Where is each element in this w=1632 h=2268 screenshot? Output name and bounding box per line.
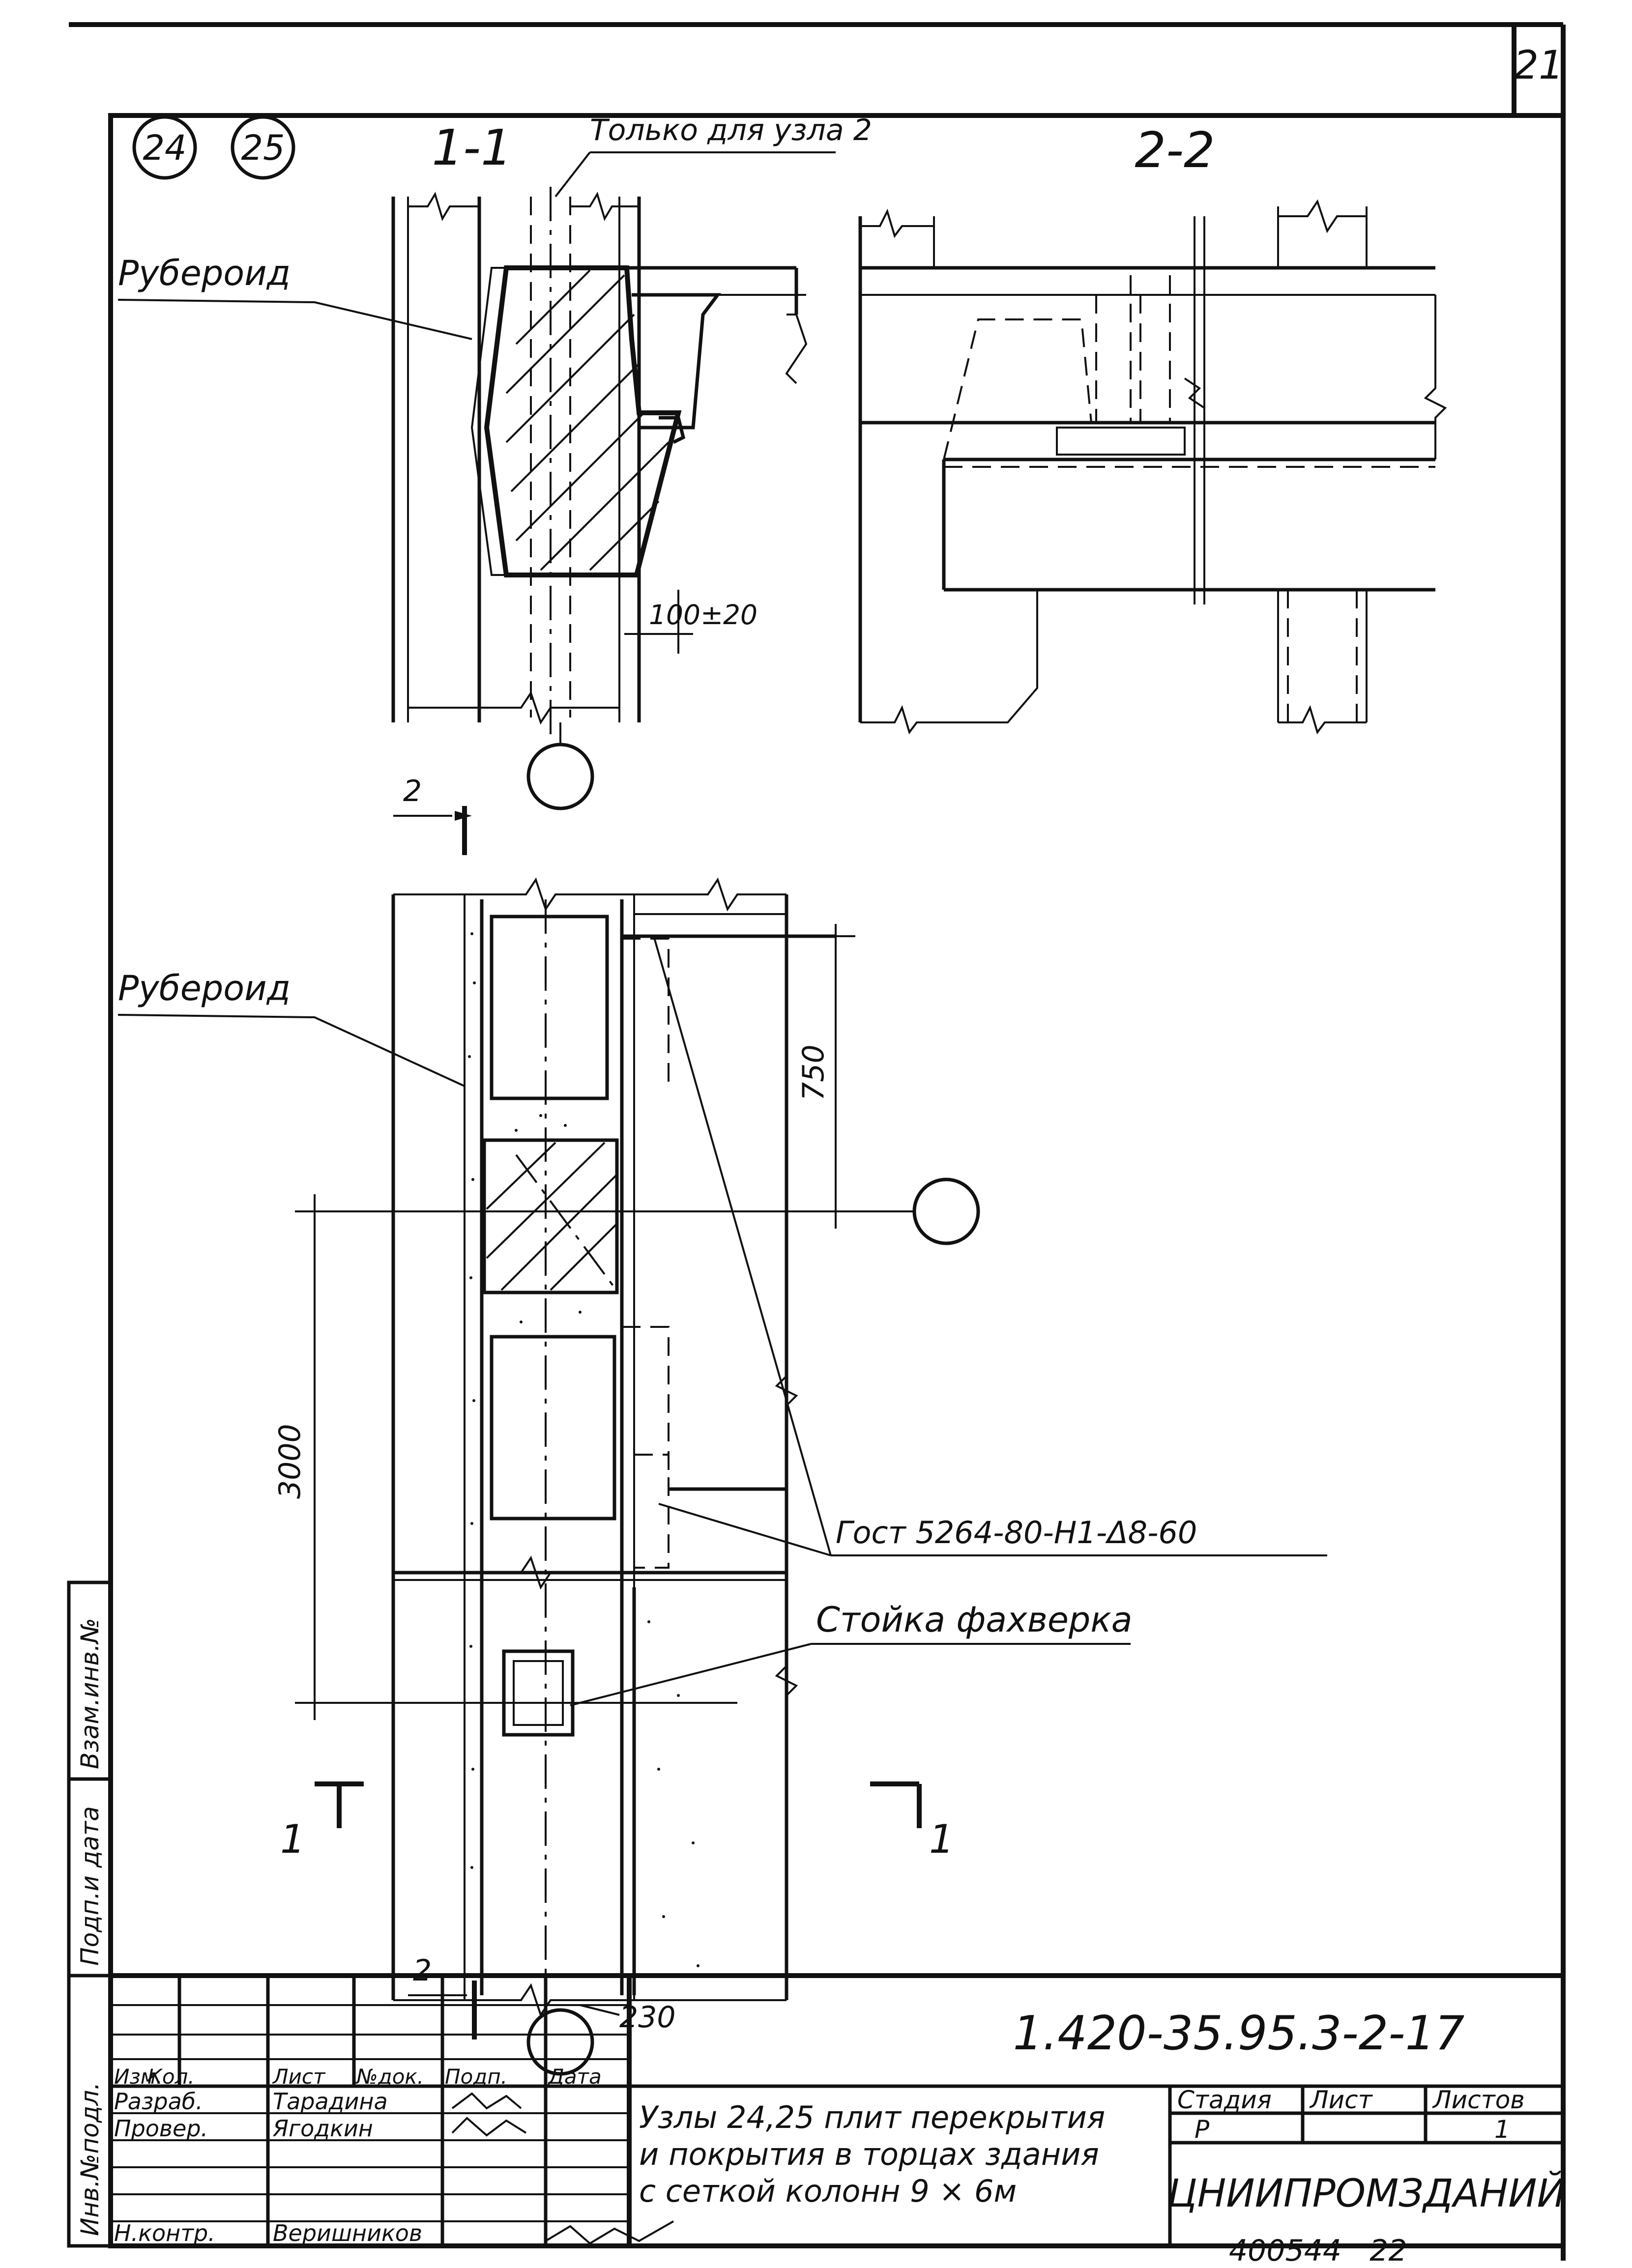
bottom-note: 400544 22 [1229, 2234, 1407, 2268]
stamp-title: Узлы 24,25 плит перекрытия и покрытия в … [639, 2099, 1105, 2209]
node-mark-25: 25 [241, 128, 285, 168]
svg-text:и покрытия в торцах здания: и покрытия в торцах здания [639, 2136, 1099, 2172]
svg-text:Листов: Листов [1432, 2086, 1525, 2114]
svg-text:1: 1 [1494, 2115, 1510, 2144]
stamp-rows: Разраб. Тарадина Провер. Ягодкин Н.контр… [114, 2088, 422, 2246]
svg-text:Стойка фахверка: Стойка фахверка [816, 1600, 1133, 1640]
stamp-col-headers: Изм. Кол. Лист №док. Подп. Дата [114, 2065, 602, 2089]
section-1-1-drawing: 100±20 [391, 187, 808, 810]
organization: ЦНИИПРОМЗДАНИЙ [1167, 2170, 1566, 2216]
svg-text:2: 2 [413, 1953, 432, 1988]
svg-text:Руберoид: Руберoид [118, 253, 291, 293]
svg-text:Стадия: Стадия [1177, 2086, 1272, 2114]
label-ruberoid-top: Руберoид [117, 253, 472, 340]
side-stamp-inv: Инв.№подл. [76, 2082, 104, 2236]
section-mark-1-right: 1 [870, 1781, 954, 1862]
section-mark-2-lower: 2 [408, 1953, 477, 2039]
svg-text:Ягодкин: Ягодкин [272, 2115, 373, 2142]
svg-text:Узлы 24,25 плит перекрытия: Узлы 24,25 плит перекрытия [639, 2099, 1105, 2135]
section-mark-2-upper: 2 [393, 774, 472, 855]
gost-label: Гост 5264-80-Н1-Δ8-60 [653, 936, 1327, 1556]
svg-text:Подп.: Подп. [445, 2065, 507, 2089]
sheet-frame [69, 22, 1566, 2261]
dim-3000: 3000 [273, 1424, 307, 1499]
label-ruberoid-plan: Рубероид [117, 968, 465, 1087]
section-mark-1-left: 1 [280, 1781, 364, 1862]
section-2-2-title: 2-2 [1135, 121, 1215, 179]
signatures [451, 2092, 674, 2245]
doc-code: 1.420-35.95.3-2-17 [1013, 2007, 1465, 2061]
label-stoika: Стойка фахверка [570, 1600, 1133, 1706]
svg-text:Изм.: Изм. [114, 2065, 163, 2089]
svg-text:Н.контр.: Н.контр. [114, 2220, 215, 2246]
svg-text:Лист: Лист [272, 2065, 326, 2089]
svg-text:с сеткой колонн 9 × 6м: с сеткой колонн 9 × 6м [639, 2173, 1017, 2209]
title-block [111, 1973, 1563, 2246]
svg-text:Лист: Лист [1309, 2086, 1373, 2114]
plan-drawing [300, 877, 980, 2076]
svg-text:Провер.: Провер. [114, 2115, 208, 2142]
svg-text:Кол.: Кол. [147, 2065, 195, 2089]
svg-text:2: 2 [403, 774, 422, 808]
dim-750-group: 750 [796, 924, 855, 1229]
svg-text:1: 1 [929, 1816, 954, 1862]
svg-text:Веришников: Веришников [273, 2220, 422, 2246]
dim-3000-group: 3000 [273, 1194, 737, 1720]
svg-text:Р: Р [1195, 2115, 1210, 2144]
svg-text:Только для узла 2: Только для узла 2 [590, 113, 872, 147]
side-stamp-sign: Подп.и дата [76, 1806, 104, 1966]
stage-table: Стадия Лист Листов Р 1 [1177, 2086, 1525, 2144]
side-stamp-vzam: Взам.инв.№ [76, 1618, 104, 1769]
svg-text:№док.: №док. [355, 2065, 424, 2089]
sheet-number: 21 [1514, 42, 1564, 88]
svg-text:Разраб.: Разраб. [114, 2088, 203, 2115]
node-mark-24: 24 [143, 128, 186, 168]
svg-text:Дата: Дата [547, 2065, 602, 2089]
side-stamp: Инв.№подл. Подп.и дата Взам.инв.№ [67, 1580, 113, 2248]
node-marks: 24 25 [132, 115, 295, 180]
dim-750: 750 [796, 1044, 831, 1101]
svg-text:Гост 5264-80-Н1-Δ8-60: Гост 5264-80-Н1-Δ8-60 [836, 1515, 1197, 1550]
section-1-1-title: 1-1 [432, 119, 512, 176]
dim-gap: 100±20 [649, 599, 758, 631]
section-2-2-drawing [858, 199, 1447, 735]
svg-text:1: 1 [280, 1816, 305, 1862]
svg-text:Тарадина: Тарадина [273, 2088, 388, 2115]
note-only-for-node: Только для узла 2 [554, 113, 872, 198]
svg-text:Рубероид: Рубероид [118, 968, 291, 1008]
